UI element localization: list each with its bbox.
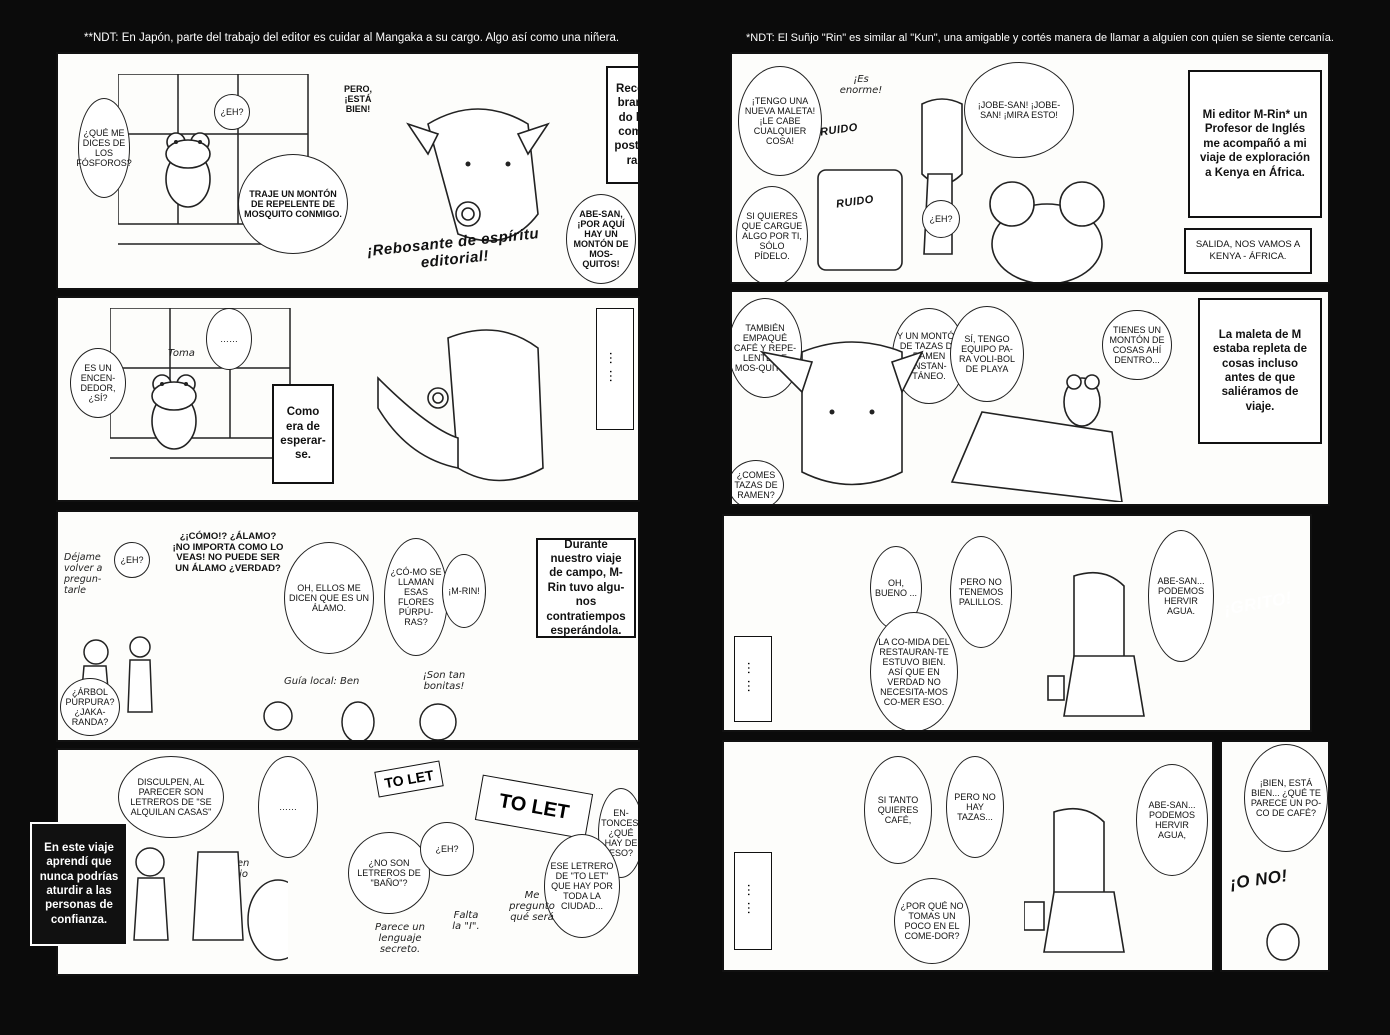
speech-bubble: Si tanto quieres café, [864,756,932,864]
speech-bubble: Abe-san... podemos hervir agua, [1136,764,1208,876]
panel-2-left: Es un encen-dedor, ¿sí? …… Toma Como era… [56,296,640,502]
handwritten-text: Falta la "I". [452,910,480,932]
goat-holding-cup [1044,566,1164,726]
silent-dots-panel: …… [596,308,634,430]
goat-small [1258,912,1308,962]
speech-bubble: ¿Comes tazas de ramen? [732,460,784,504]
speech-bubble: ¿Por qué no tomas un poco en el come-dor… [894,878,970,964]
to-let-sign: TO LET [474,774,594,840]
speech-bubble: Pero no hay tazas... [946,756,1004,858]
speech-bubble: También empaqué café y repe-lente de mos… [732,298,802,398]
narration-box: Como era de esperar-se. [272,384,334,484]
left-page: **NDT: En Japón, parte del trabajo del e… [0,0,690,1035]
speech-bubble: Oh, ellos me dicen que es un álamo. [284,542,374,654]
frog-character [982,174,1112,282]
panel-1-left: ¿Qué me dices de los fósforos? ¿Eh? Pero… [56,52,640,290]
speech-bubble: ¿Árbol púrpura? ¿Jaka-randa? [60,678,120,736]
caption-box: SALIDA, NOS VAMOS A KENYA - ÁFRICA. [1184,228,1312,274]
speech-bubble: Si quieres que cargue algo por ti, sólo … [736,186,808,282]
characters-walking [258,692,478,740]
handwritten-text: Toma [168,348,195,359]
silent-dots-panel: …… [734,636,772,722]
speech-bubble: Traje un montón de repelente de mosquito… [238,154,348,254]
speech-bubble: Es un encen-dedor, ¿sí? [70,348,126,418]
panel-3-right: …… Oh, bueno ... Pero no tenemos palillo… [722,514,1312,732]
speech-bubble: ¿Eh? [214,94,250,130]
handwritten-text: Déjame volver a pregun-tarle [64,552,103,596]
speech-bubble: ¿Eh? [922,200,960,238]
translator-note-left: **NDT: En Japón, parte del trabajo del e… [84,32,620,44]
goat-holding-cup [1024,802,1144,962]
frog-character [144,366,204,456]
narration-box: La maleta de M estaba repleta de cosas i… [1198,298,1322,444]
panel-1-right: ¡Tengo una nueva maleta! ¡Le cabe cualqu… [730,52,1330,284]
speech-bubble: ¡Tengo una nueva maleta! ¡Le cabe cualqu… [738,66,822,176]
speech-bubble: …… [206,308,252,370]
narration-box-dark: En este viaje aprendí que nunca podrías … [30,822,128,946]
speech-bubble: ¡M-Rin! [442,554,486,628]
handwritten-text: ¡Son tan bonitas! [422,670,466,692]
handwritten-text: Me pregunto qué será [509,890,555,923]
frog-on-suitcase [942,372,1142,502]
narration-box: Mi editor M-Rin* un Profesor de Inglés m… [1188,70,1322,218]
speech-text: ¿¡Cómo!? ¿Álamo? ¡No importa como lo vea… [172,531,284,574]
panel-4-right: …… Si tanto quieres café, Pero no hay ta… [722,740,1214,972]
to-let-sign: TO LET [374,760,444,798]
frog-character [158,124,218,214]
panel-4b-right: ¡Bien, está bien... ¿Qué te parece un po… [1220,740,1330,972]
handwritten-text: ¡Es enorme! [839,74,883,96]
panel-3-left: ¿Eh? Déjame volver a pregun-tarle ¿Árbol… [56,510,640,742]
handwritten-text: Guía local: Ben [284,676,360,687]
speech-text: Pero, ¡está bien! [343,84,372,115]
goat-editor-character [368,318,578,498]
speech-bubble: ¡Bien, está bien... ¿Qué te parece un po… [1244,744,1328,852]
goat-editor-character [752,332,932,502]
speech-bubble: Ese letrero de "To let" que hay por toda… [544,834,620,938]
speech-bubble: ¿Qué me dices de los fósforos? [76,98,132,198]
silent-dots-panel: …… [734,852,772,950]
speech-bubble: ¿Có-mo se llaman esas flores púrpu-ras? [384,538,448,656]
right-page: *NDT: El Suñjo "Rin" es similar al "Kun"… [700,0,1390,1035]
speech-bubble: ¿Eh? [420,822,474,876]
translator-note-right: *NDT: El Suñjo "Rin" es similar al "Kun"… [746,32,1334,44]
characters-illustration [128,840,288,970]
speech-bubble: Disculpen, al parecer son letreros de "S… [118,756,224,838]
speech-bubble: ¿No son letreros de "baño"? [348,832,430,914]
speech-bubble: Abe-san... podemos hervir agua. [1148,530,1214,662]
handwritten-text: Parece un lenguaje secreto. [375,922,425,955]
goat-editor-character [388,94,578,264]
speech-bubble: …… [258,756,318,858]
panel-4-left: Disculpen, al parecer son letreros de "S… [56,748,640,976]
narration-box: Durante nuestro viaje de campo, M-Rin tu… [536,538,636,638]
speech-bubble: Sí, tengo equipo pa-ra voli-bol de playa [950,306,1024,402]
speech-bubble: Abe-san, ¡por aquí hay un montón de mos-… [566,194,636,284]
shout-text: ¡O NO! [1228,866,1289,893]
speech-bubble: Tienes un montón de cosas ahí dentro... [1102,310,1172,380]
narration-box: Reco-bran-do la com-postu-ra [606,66,638,184]
speech-bubble: La co-mida del restauran-te estuvo bien.… [870,612,958,730]
speech-bubble: Pero no tenemos palillos. [950,536,1012,648]
speech-bubble: ¡Jobe-san! ¡Jobe-san! ¡Mira esto! [964,62,1074,158]
panel-2-right: También empaqué café y repe-lente de mos… [730,290,1330,506]
speech-bubble: ¿Eh? [114,542,150,578]
goat-with-suitcase [812,84,982,282]
speech-bubble: Y un montón de tazas de ramen instan-tán… [892,308,966,404]
